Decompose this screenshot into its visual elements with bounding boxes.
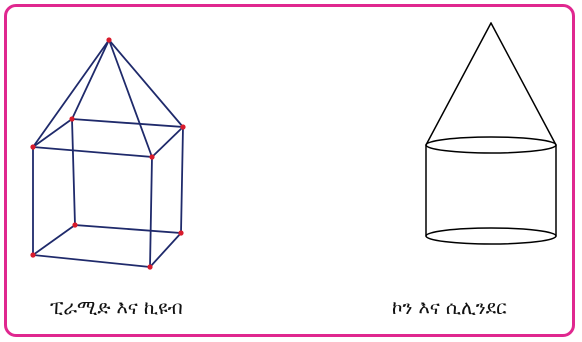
vertex-point: [69, 116, 75, 122]
cone-edge: [425, 22, 492, 146]
cube-back-face: [71, 118, 184, 234]
caption-cone-and-cylinder: ኮን እና ሲሊንደር: [392, 297, 507, 319]
vertex-point: [180, 124, 186, 130]
vertex-point: [149, 154, 155, 160]
pyramid-edge: [108, 39, 153, 158]
pyramid-edge: [71, 39, 110, 120]
cube-edge: [151, 126, 184, 158]
cube-edge: [32, 118, 73, 148]
vertex-point: [72, 222, 78, 228]
vertex-point: [106, 37, 112, 43]
cube-edge: [149, 232, 182, 268]
vertex-point: [30, 252, 36, 258]
cylinder-bottom-ellipse: [425, 227, 557, 245]
cylinder-top-ellipse: [425, 136, 557, 154]
cone-on-cylinder: [425, 22, 557, 245]
vertex-point: [178, 230, 184, 236]
pyramid-on-cube: [32, 39, 184, 268]
vertex-points: [30, 37, 186, 270]
vertex-point: [147, 264, 153, 270]
cone-edge: [490, 22, 557, 146]
cube-edge: [32, 224, 76, 256]
caption-pyramid-and-cube: ፒራሚድ እና ኪዩብ: [50, 297, 183, 319]
pyramid-edge: [108, 39, 184, 128]
pyramid-edge: [32, 39, 110, 148]
cube-front-face: [32, 146, 153, 268]
vertex-point: [30, 144, 36, 150]
